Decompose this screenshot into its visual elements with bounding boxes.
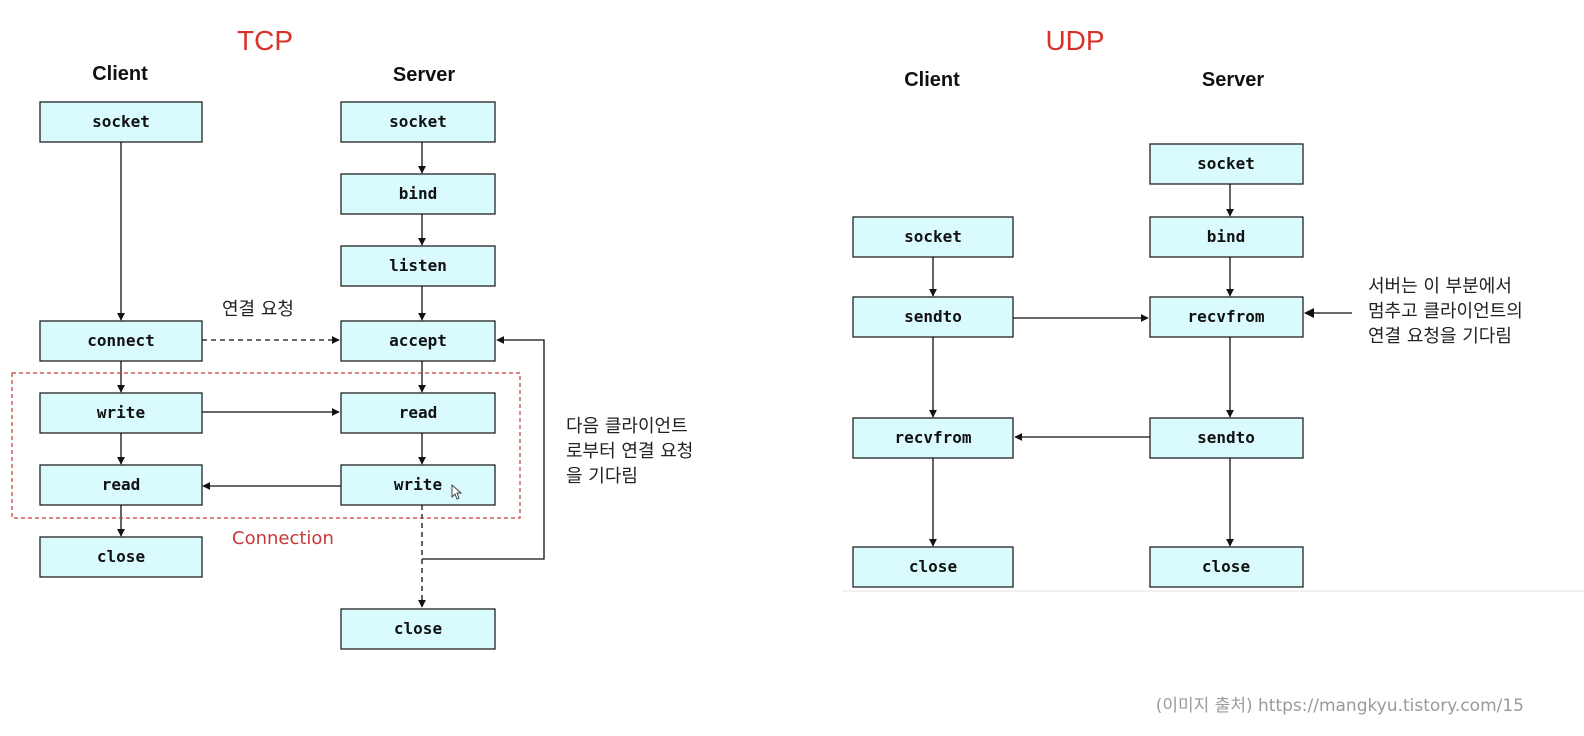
box-label: recvfrom (894, 428, 971, 447)
udp-client-header: Client (904, 69, 960, 91)
box-label: socket (904, 227, 962, 246)
tcp-server-accept-box: accept (340, 320, 496, 362)
box-label: connect (87, 331, 154, 350)
tcp-wait-note-line: 을 기다림 (566, 466, 638, 487)
box-label: socket (92, 112, 150, 131)
tcp-client-close-box: close (39, 536, 203, 578)
connection-region (11, 372, 521, 519)
udp-client-socket-box: socket (852, 216, 1014, 258)
udp-title: UDP (1045, 25, 1104, 56)
tcp-title: TCP (237, 25, 293, 56)
udp-wait-note-line: 멈추고 클라이언트의 (1368, 301, 1523, 322)
udp-wait-note-line: 연결 요청을 기다림 (1368, 326, 1512, 347)
udp-server-sendto-box: sendto (1149, 417, 1304, 459)
tcp-server-close-box: close (340, 608, 496, 650)
udp-wait-note-line: 서버는 이 부분에서 (1368, 276, 1512, 297)
tcp-server-socket-box: socket (340, 101, 496, 143)
box-label: sendto (1197, 428, 1255, 447)
tcp-loop-back-arrow (422, 336, 545, 560)
box-label: close (1202, 557, 1250, 576)
udp-server-header: Server (1202, 69, 1264, 91)
tcp-server-read-box: read (340, 392, 496, 434)
tcp-client-header: Client (92, 63, 148, 85)
tcp-wait-note: 다음 클라이언트 로부터 연결 요청 을 기다림 (566, 416, 699, 487)
udp-client-close-box: close (852, 546, 1014, 588)
box-label: write (97, 403, 145, 422)
tcp-client-write-box: write (39, 392, 203, 434)
box-label: socket (389, 112, 447, 131)
tcp-server-header: Server (393, 64, 455, 86)
box-label: read (102, 475, 141, 494)
box-label: close (394, 619, 442, 638)
box-label: read (399, 403, 438, 422)
tcp-server-bind-box: bind (340, 173, 496, 215)
box-label: bind (399, 184, 438, 203)
udp-client-recvfrom-box: recvfrom (852, 417, 1014, 459)
box-label: write (394, 475, 442, 494)
udp-client-sendto-box: sendto (852, 296, 1014, 338)
tcp-client-socket-box: socket (39, 101, 203, 143)
udp-server-recvfrom-box: recvfrom (1149, 296, 1304, 338)
mouse-cursor-icon (451, 483, 463, 500)
box-label: sendto (904, 307, 962, 326)
box-label: bind (1207, 227, 1246, 246)
tcp-wait-note-line: 다음 클라이언트 (566, 416, 688, 437)
box-label: accept (389, 331, 447, 350)
tcp-server-listen-box: listen (340, 245, 496, 287)
connection-label: Connection (232, 528, 334, 549)
udp-server-socket-box: socket (1149, 143, 1304, 185)
tcp-client-read-box: read (39, 464, 203, 506)
tcp-server-write-box: write (340, 464, 496, 506)
box-label: close (909, 557, 957, 576)
udp-wait-note: 서버는 이 부분에서 멈추고 클라이언트의 연결 요청을 기다림 (1368, 276, 1529, 347)
tcp-wait-note-line: 로부터 연결 요청 (566, 441, 693, 462)
box-label: listen (389, 256, 447, 275)
udp-server-close-box: close (1149, 546, 1304, 588)
box-label: recvfrom (1187, 307, 1264, 326)
udp-server-bind-box: bind (1149, 216, 1304, 258)
source-credit: (이미지 출처) https://mangkyu.tistory.com/15 (1156, 696, 1524, 716)
box-label: close (97, 547, 145, 566)
tcp-client-connect-box: connect (39, 320, 203, 362)
connect-request-label: 연결 요청 (222, 299, 294, 320)
box-label: socket (1197, 154, 1255, 173)
